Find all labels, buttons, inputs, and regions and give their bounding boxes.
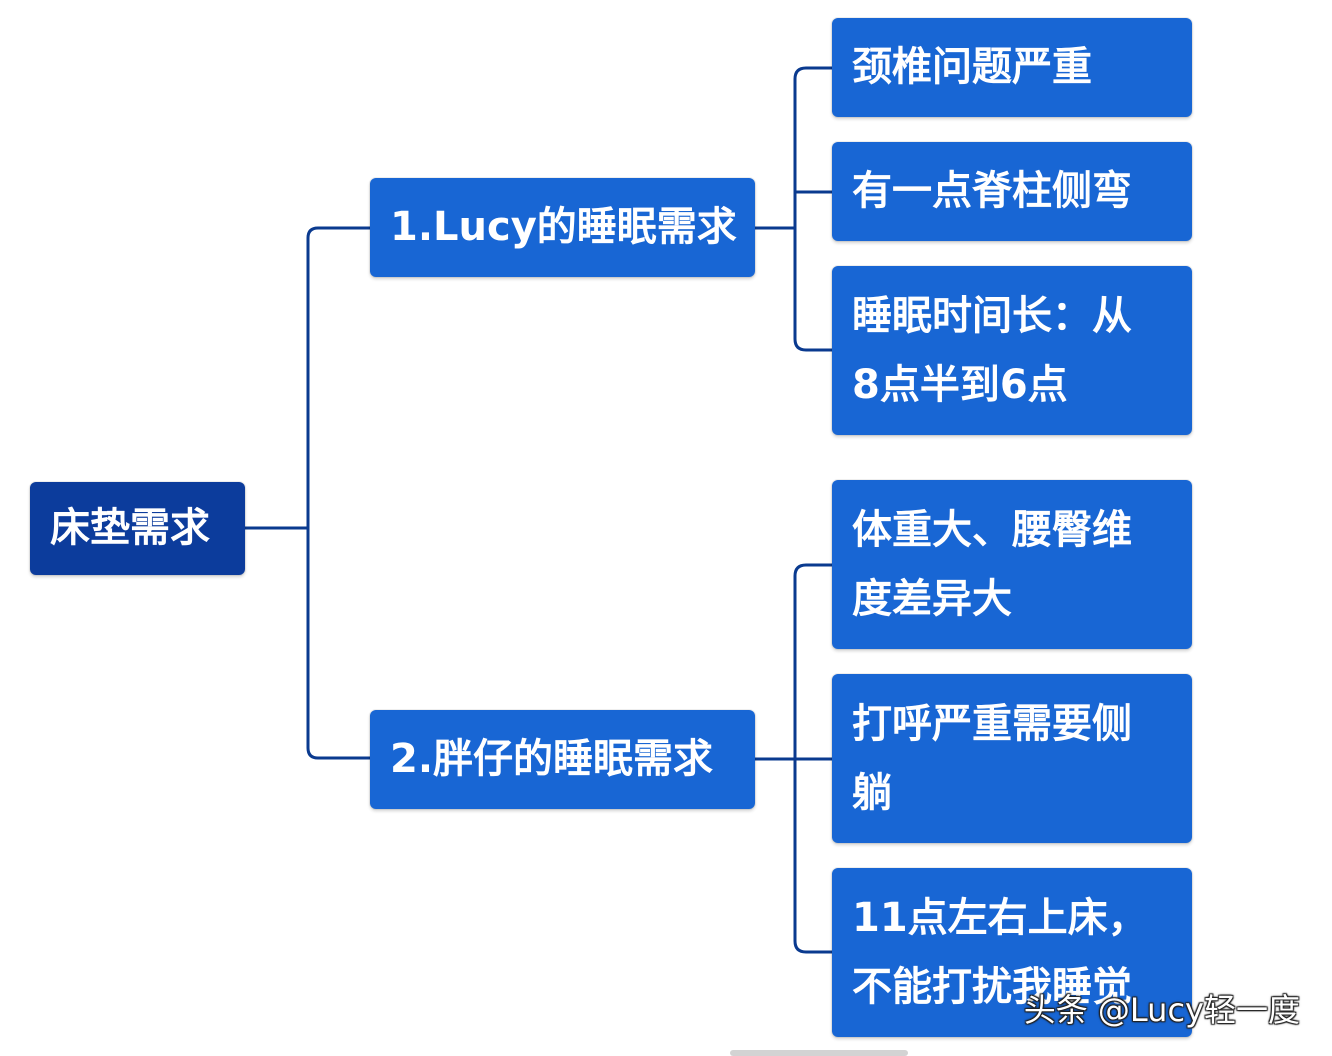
branch-node-pangzai-sleep-needs: 2.胖仔的睡眠需求 [370, 710, 755, 809]
leaf-node-bedtime: 11点左右上床， 不能打扰我睡觉 [832, 868, 1192, 1037]
leaf-node-text-line: 躺 [852, 769, 892, 816]
leaf-node-text-line: 8点半到6点 [852, 361, 1068, 408]
leaf-node-text-line: 不能打扰我睡觉 [852, 963, 1132, 1010]
connector-branch-2-bracket [793, 563, 834, 954]
leaf-node-text-line: 打呼严重需要侧 [852, 700, 1132, 747]
leaf-node-text-line: 有一点脊柱侧弯 [852, 168, 1132, 214]
leaf-node-body-weight: 体重大、腰臀维 度差异大 [832, 480, 1192, 649]
leaf-node-snoring: 打呼严重需要侧 躺 [832, 674, 1192, 843]
leaf-node-text-line: 度差异大 [852, 575, 1012, 622]
leaf-node-text-line: 体重大、腰臀维 [852, 506, 1132, 553]
leaf-node-scoliosis: 有一点脊柱侧弯 [832, 142, 1192, 241]
branch-node-label: 1.Lucy的睡眠需求 [390, 204, 737, 250]
leaf-node-text-line: 睡眠时间长：从 [852, 292, 1132, 339]
leaf-node-cervical-spine: 颈椎问题严重 [832, 18, 1192, 117]
connector-root-bracket [306, 226, 372, 760]
leaf-node-text-line: 11点左右上床， [852, 894, 1148, 941]
branch-node-lucy-sleep-needs: 1.Lucy的睡眠需求 [370, 178, 755, 277]
leaf-node-text-line: 颈椎问题严重 [852, 44, 1092, 90]
root-node-label: 床垫需求 [50, 505, 210, 551]
horizontal-scrollbar-thumb[interactable] [730, 1050, 908, 1056]
connector-branch-1-bracket [793, 66, 834, 352]
watermark: 头条 @Lucy轻一度 [1023, 991, 1300, 1029]
leaf-node-long-sleep: 睡眠时间长：从 8点半到6点 [832, 266, 1192, 435]
branch-node-label: 2.胖仔的睡眠需求 [390, 736, 714, 782]
root-node: 床垫需求 [30, 482, 245, 575]
